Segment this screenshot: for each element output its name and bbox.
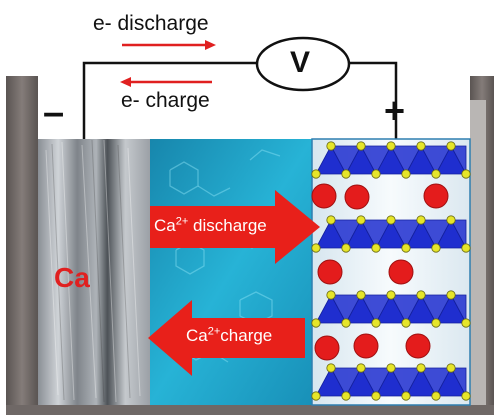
ca-ion-text: Ca	[154, 216, 176, 235]
oxygen-node	[326, 215, 336, 225]
polyhedron	[450, 367, 467, 397]
electron-charge-arrow	[120, 77, 212, 87]
oxygen-node	[431, 318, 441, 328]
anode-label: Ca	[54, 262, 90, 293]
polyhedron	[450, 294, 467, 324]
oxygen-node	[416, 363, 426, 373]
container-floor	[6, 405, 494, 415]
oxygen-node	[371, 243, 381, 253]
ca-cation	[423, 183, 449, 209]
current-collector-right	[470, 100, 486, 415]
cathode-structure	[311, 141, 471, 401]
ca-cation	[344, 184, 370, 210]
negative-terminal: –	[43, 92, 65, 134]
oxygen-node	[356, 363, 366, 373]
oxygen-node	[326, 290, 336, 300]
oxygen-node	[386, 290, 396, 300]
polyhedron	[450, 219, 467, 249]
oxygen-node	[446, 290, 456, 300]
ca-cation	[317, 259, 343, 285]
voltmeter-symbol: V	[290, 46, 311, 79]
positive-terminal: +	[384, 90, 406, 131]
oxygen-node	[461, 391, 471, 401]
oxygen-node	[416, 290, 426, 300]
oxygen-node	[341, 391, 351, 401]
circuit-wire	[82, 61, 398, 139]
oxygen-node	[416, 141, 426, 151]
polyhedron	[450, 145, 467, 175]
ca-cation	[388, 259, 414, 285]
ca-ion-charge: 2+	[175, 215, 189, 228]
oxygen-node	[386, 363, 396, 373]
oxygen-node	[371, 169, 381, 179]
oxygen-node	[371, 318, 381, 328]
voltmeter	[255, 36, 351, 92]
oxygen-node	[431, 391, 441, 401]
ca-cation	[311, 183, 337, 209]
oxygen-node	[311, 243, 321, 253]
electron-discharge-arrow	[122, 40, 216, 50]
oxygen-node	[386, 215, 396, 225]
calcium-anode	[38, 139, 150, 405]
oxygen-node	[341, 243, 351, 253]
oxygen-node	[341, 169, 351, 179]
oxygen-node	[446, 363, 456, 373]
oxygen-node	[356, 215, 366, 225]
oxygen-node	[446, 141, 456, 151]
ca-discharge-label: Ca2+ discharge	[154, 216, 267, 236]
oxygen-node	[326, 141, 336, 151]
oxygen-node	[461, 169, 471, 179]
oxygen-node	[356, 290, 366, 300]
oxygen-node	[341, 318, 351, 328]
oxygen-node	[431, 243, 441, 253]
ca-charge-label: Ca2+charge	[186, 326, 272, 346]
container-wall-left	[6, 76, 38, 415]
electron-charge-label: e- charge	[121, 89, 210, 112]
oxygen-node	[461, 318, 471, 328]
oxygen-node	[401, 318, 411, 328]
discharge-word: discharge	[193, 216, 267, 235]
oxygen-node	[371, 391, 381, 401]
oxygen-node	[311, 169, 321, 179]
oxygen-node	[461, 243, 471, 253]
oxygen-node	[401, 169, 411, 179]
oxygen-node	[446, 215, 456, 225]
ca-cation	[353, 333, 379, 359]
oxygen-node	[311, 391, 321, 401]
electron-discharge-label: e- discharge	[93, 12, 209, 35]
electrolyte	[150, 139, 312, 405]
ca-discharge-arrow	[150, 190, 320, 264]
oxygen-node	[401, 243, 411, 253]
oxygen-node	[401, 391, 411, 401]
ca-ion-text: Ca	[186, 326, 208, 345]
oxygen-node	[431, 169, 441, 179]
ca-ion-charge: 2+	[207, 325, 221, 338]
ca-charge-arrow	[148, 300, 305, 376]
oxygen-node	[386, 141, 396, 151]
oxygen-node	[356, 141, 366, 151]
oxygen-node	[416, 215, 426, 225]
ca-cation	[405, 333, 431, 359]
oxygen-node	[326, 363, 336, 373]
charge-word: charge	[220, 326, 273, 345]
ca-cation	[314, 335, 340, 361]
oxygen-node	[311, 318, 321, 328]
